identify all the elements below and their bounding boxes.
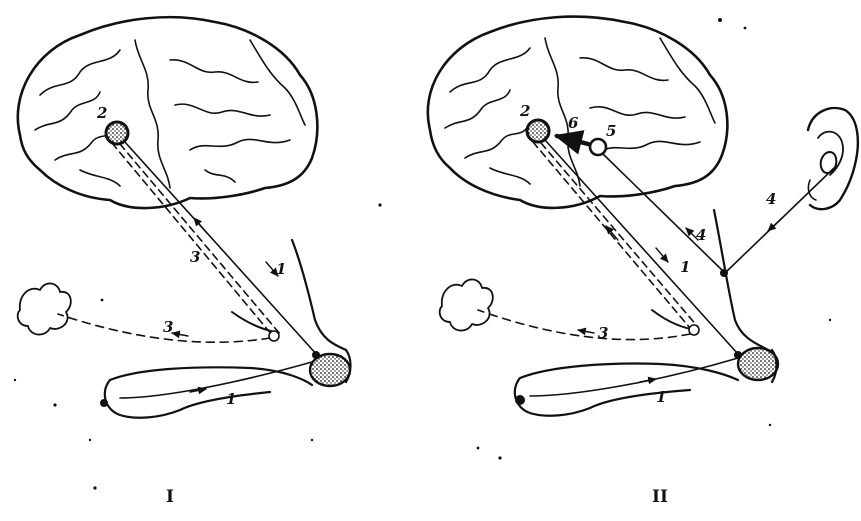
brain-i <box>18 17 318 208</box>
label-path-cortical-i: 3 <box>190 248 200 266</box>
label-auditory-center-ii: 5 <box>606 122 616 140</box>
path-cortical-i <box>112 143 272 335</box>
label-path-gland-ii: 3 <box>598 324 608 342</box>
cortical-center-ii <box>527 120 549 142</box>
label-center-i: 2 <box>96 104 107 122</box>
medulla-section-i <box>310 354 350 386</box>
label-path-gland-i: 3 <box>163 318 173 336</box>
jaw-outline-ii <box>714 210 772 352</box>
label-center-ii: 2 <box>519 102 530 120</box>
jaw-outline-i <box>292 240 346 350</box>
label-path-tongue-i: 1 <box>226 390 236 408</box>
tongue-ii <box>515 364 738 416</box>
panel-i: 2 1 3 3 1 I <box>18 17 351 507</box>
path-cortical-ii <box>533 142 690 328</box>
temporary-link-ii <box>557 136 588 144</box>
label-path-tongue-ii: 1 <box>656 388 666 406</box>
salivary-gland-i <box>18 283 71 334</box>
label-path-direct-i: 1 <box>276 260 286 278</box>
medulla-section-ii <box>738 348 778 380</box>
label-path-auditory-ii: 4 <box>696 226 706 244</box>
label-link-ii: 6 <box>568 114 579 132</box>
auditory-center-ii <box>590 139 606 155</box>
label-path-auditory-ear-ii: 4 <box>766 190 776 208</box>
brain-ii <box>428 17 728 208</box>
label-path-direct-ii: 1 <box>680 258 690 276</box>
panel-label-i: I <box>166 487 174 507</box>
path-direct-ii <box>545 140 738 354</box>
tongue-i <box>105 367 312 417</box>
salivary-gland-ii <box>440 279 493 330</box>
panel-ii: 2 5 6 1 4 4 3 <box>428 17 858 507</box>
print-specks <box>14 18 831 490</box>
synapse-ii <box>689 325 699 335</box>
path-auditory-ii <box>603 154 724 272</box>
panel-label-ii: II <box>652 487 668 507</box>
synapse-i <box>269 331 279 341</box>
ear-ii <box>808 108 858 209</box>
path-direct-i <box>124 141 318 356</box>
